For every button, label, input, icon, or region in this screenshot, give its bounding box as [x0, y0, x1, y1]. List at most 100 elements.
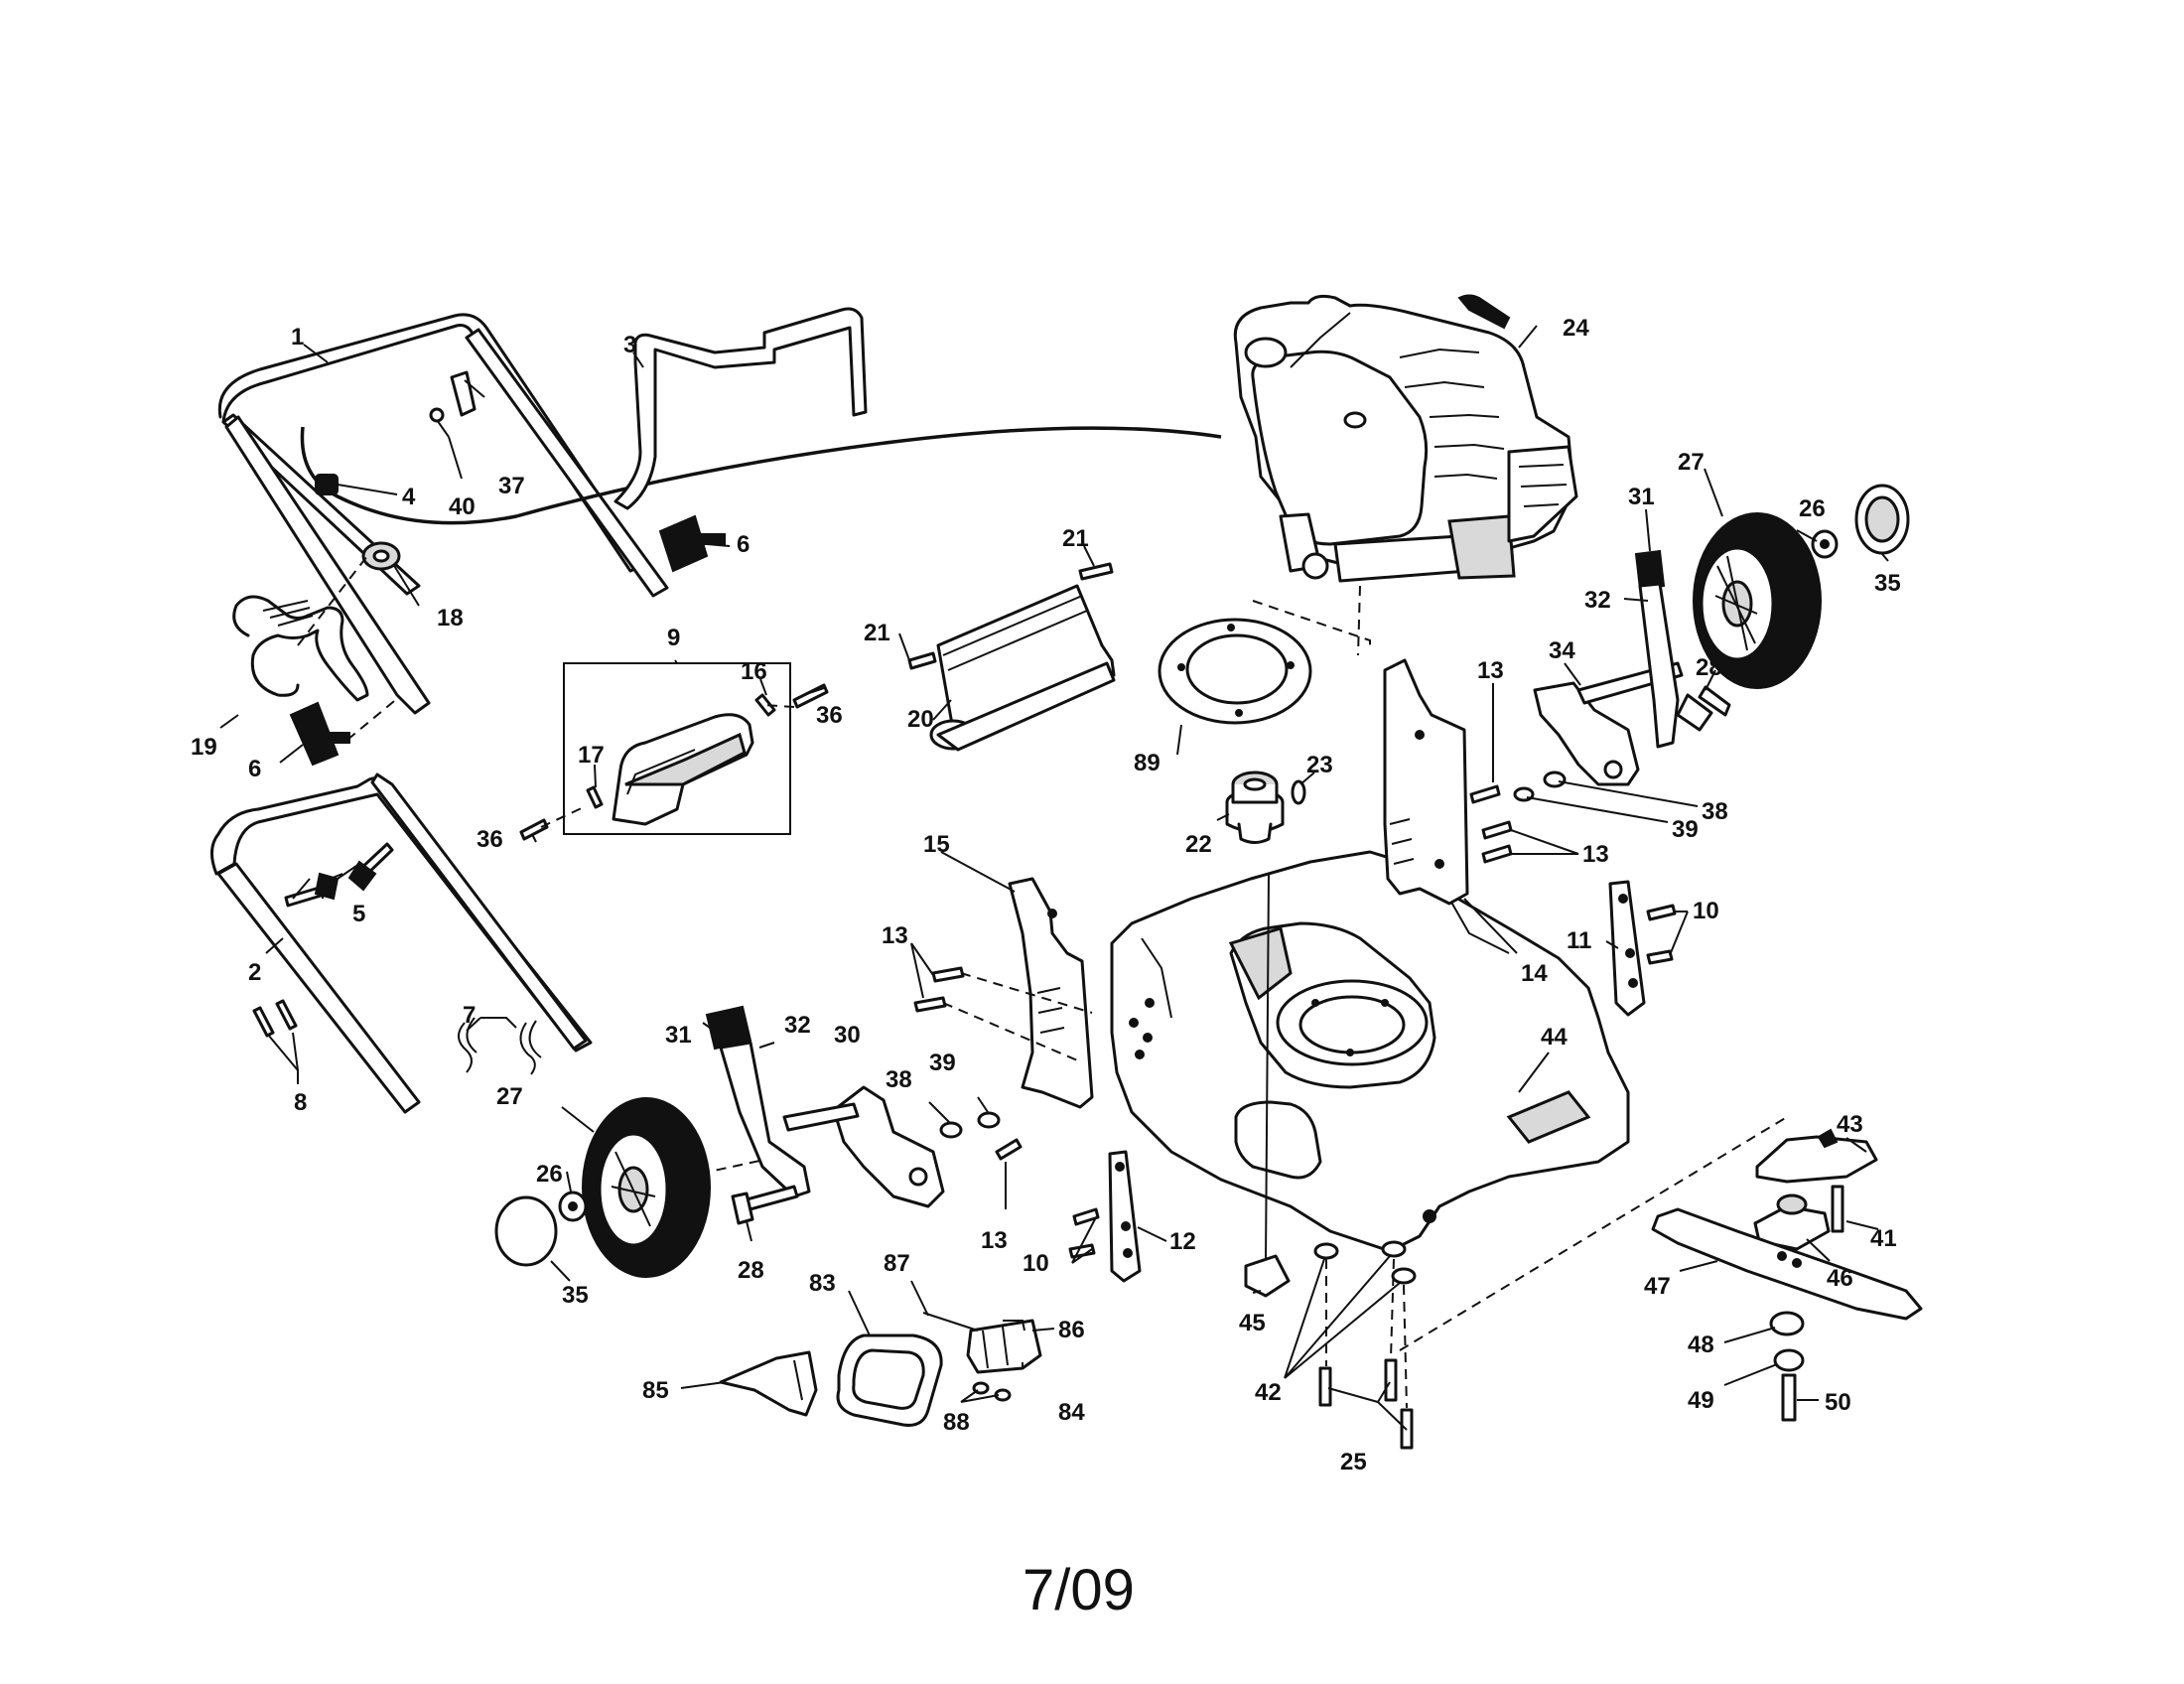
callout-24: 24 [1563, 315, 1589, 342]
mower-blade-47 [1651, 1207, 1923, 1321]
screw-10-upper-right [1646, 904, 1677, 921]
callout-30: 30 [834, 1022, 861, 1049]
upper-handle [217, 313, 669, 715]
callout-22: 22 [1185, 831, 1212, 858]
mulch-plug-85 [719, 1350, 818, 1417]
callout-49: 49 [1688, 1387, 1714, 1414]
handle-bolts [284, 842, 394, 908]
callout-48: 48 [1688, 1332, 1714, 1358]
callout-88: 88 [943, 1409, 970, 1436]
engine-mount-line [1252, 600, 1371, 650]
mower-deck [1110, 850, 1630, 1253]
bracket-screw-13-b [1481, 820, 1513, 840]
callout-10-left: 10 [1023, 1250, 1049, 1277]
callout-85: 85 [642, 1377, 669, 1404]
engine-gasket [1158, 618, 1312, 725]
callout-44: 44 [1541, 1024, 1568, 1051]
wheel-washer-left [558, 1191, 588, 1222]
grass-bag-frame [612, 713, 754, 826]
height-adjuster-right [1634, 549, 1680, 749]
callout-35-left: 35 [562, 1282, 589, 1309]
deck-bolts-25 [1318, 1358, 1414, 1450]
engine-shaft-line [1357, 585, 1361, 656]
rear-door [929, 584, 1116, 752]
screw-10-upper-left [1072, 1207, 1100, 1226]
hub-cap-left [494, 1195, 558, 1267]
wheel-bolt-right [1676, 685, 1731, 732]
callout-21-left: 21 [864, 620, 890, 646]
callout-26-left: 26 [536, 1161, 563, 1188]
callout-26-right: 26 [1799, 495, 1826, 522]
callout-13-b: 13 [1582, 841, 1609, 868]
callout-23: 23 [1306, 752, 1333, 778]
bag-line [763, 704, 795, 708]
callout-39-right: 39 [1672, 816, 1699, 843]
callout-15: 15 [923, 831, 950, 858]
callout-13-d: 13 [981, 1227, 1008, 1254]
callout-38-right: 38 [1702, 798, 1728, 825]
handle-pins [252, 999, 298, 1038]
callout-25: 25 [1340, 1449, 1367, 1475]
callout-36-left: 36 [477, 826, 503, 853]
callout-31-right: 31 [1628, 484, 1655, 510]
callout-34: 34 [1549, 637, 1575, 664]
hinge-rod-87 [922, 1312, 979, 1332]
discharge-door-83 [836, 1333, 943, 1427]
callout-41: 41 [1870, 1225, 1897, 1252]
wheel-washer-right [1811, 529, 1839, 559]
callout-20: 20 [907, 706, 934, 733]
blade-bolt-41 [1831, 1185, 1844, 1233]
handle-knob-upper [658, 514, 726, 573]
bracket-screw-13-e [913, 996, 947, 1013]
callout-7: 7 [463, 1002, 476, 1029]
bracket-screw-13-f [995, 1138, 1023, 1161]
blade-adapter-43 [1755, 1128, 1878, 1184]
deck-washers-42 [1313, 1240, 1417, 1285]
handle-bushing [361, 541, 401, 571]
height-adjuster-left [705, 1005, 811, 1198]
callout-21-upper: 21 [1062, 525, 1089, 552]
bag-pin-17 [586, 785, 604, 809]
callout-6-upper: 6 [737, 531, 750, 558]
callout-6-lower: 6 [248, 756, 261, 782]
callout-27-left: 27 [496, 1083, 523, 1110]
front-wheel-left [582, 1097, 711, 1278]
blade-washer-48 [1769, 1311, 1805, 1336]
callout-36-right: 36 [816, 702, 843, 729]
callout-83: 83 [809, 1270, 836, 1297]
wheel-bolt-left [731, 1185, 799, 1225]
rear-wheel-right [1693, 512, 1822, 689]
blade-axis-line [1399, 1116, 1788, 1351]
hinge-spring-86 [1003, 1320, 1025, 1332]
door-hinge-84 [966, 1319, 1042, 1374]
control-bail [614, 307, 868, 510]
callout-1: 1 [291, 324, 304, 351]
wheel-line-left [699, 1159, 765, 1175]
bag-screw-36-lower [519, 818, 549, 841]
lower-handle [210, 772, 593, 1114]
callout-16: 16 [741, 658, 767, 685]
bag-line-2 [540, 805, 587, 828]
deck-axis-line [1265, 873, 1270, 1262]
front-axle-bracket [782, 1085, 945, 1208]
blade-support-46 [1753, 1193, 1831, 1251]
callout-5: 5 [352, 901, 365, 927]
callout-13-a: 13 [1477, 657, 1504, 684]
callout-11: 11 [1567, 927, 1591, 954]
callout-46: 46 [1827, 1265, 1853, 1292]
handle-line [297, 555, 368, 646]
bail-spring [232, 595, 369, 702]
callout-84: 84 [1058, 1399, 1085, 1426]
washers-38-39-right [1513, 771, 1567, 802]
callout-45: 45 [1239, 1310, 1266, 1336]
callout-40: 40 [449, 493, 476, 520]
callout-14: 14 [1521, 960, 1548, 987]
callout-37: 37 [498, 473, 525, 499]
door-screw-left [907, 651, 937, 670]
blade-bolt-50 [1781, 1373, 1797, 1422]
callout-42: 42 [1255, 1379, 1282, 1406]
callout-47: 47 [1644, 1273, 1671, 1300]
blade-washer-49 [1773, 1348, 1805, 1372]
callout-39-left: 39 [929, 1050, 956, 1076]
